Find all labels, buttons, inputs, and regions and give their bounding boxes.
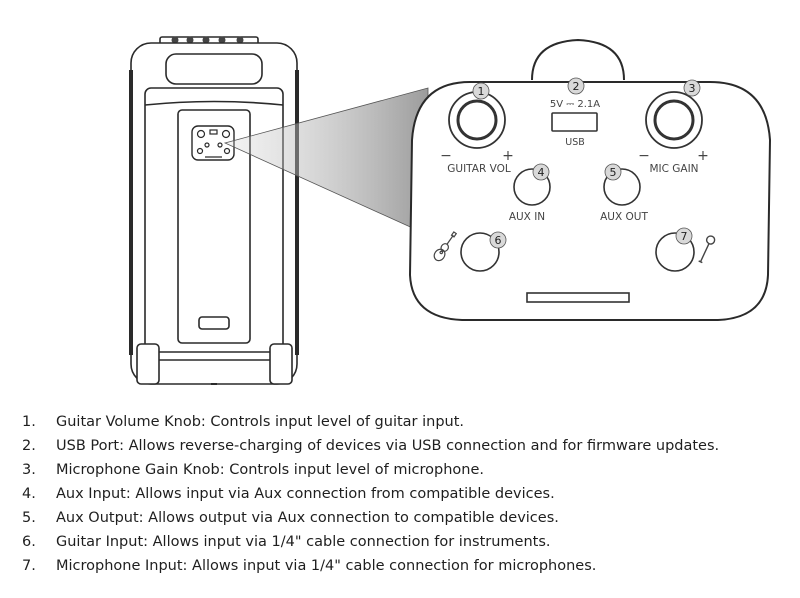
legend-number: 1. (22, 414, 36, 430)
right-foot (269, 343, 293, 385)
legend-item: 3. Microphone Gain Knob: Controls input l… (0, 458, 800, 482)
legend-number: 2. (22, 438, 36, 454)
callout-5: 5 (604, 163, 622, 181)
callout-4: 4 (532, 163, 550, 181)
guitar-vol-knob[interactable] (448, 91, 506, 149)
left-foot (136, 343, 160, 385)
carry-handle (165, 53, 263, 85)
speaker-inner-frame (144, 87, 284, 353)
guitar-vol-minus: − (440, 148, 452, 164)
aux-out-label: AUX OUT (600, 211, 648, 223)
legend-text: Guitar Input: Allows input via 1/4" cabl… (56, 534, 551, 550)
legend-text: Microphone Gain Knob: Controls input lev… (56, 462, 485, 478)
mic-gain-plus: + (697, 148, 709, 164)
callout-3: 3 (683, 79, 701, 97)
rear-panel-slot (198, 316, 230, 330)
svg-text:3: 3 (689, 82, 696, 95)
callout-7: 7 (675, 227, 693, 245)
speaker-back-view (129, 36, 299, 385)
callout-6: 6 (489, 231, 507, 249)
usb-port[interactable] (551, 112, 598, 132)
mic-gain-knob[interactable] (645, 91, 703, 149)
callout-2: 2 (567, 77, 585, 95)
legend-number: 5. (22, 510, 36, 526)
legend-text: Aux Output: Allows output via Aux connec… (56, 510, 559, 526)
guitar-input-jack[interactable] (460, 232, 500, 272)
aux-in-label: AUX IN (509, 211, 545, 223)
legend-text: USB Port: Allows reverse-charging of dev… (56, 438, 720, 454)
legend-item: 6. Guitar Input: Allows input via 1/4" ca… (0, 530, 800, 554)
legend-number: 6. (22, 534, 36, 550)
top-knobs (171, 36, 244, 44)
rear-panel (177, 109, 251, 344)
panel-bottom-slot (526, 292, 630, 303)
usb-label: USB (565, 137, 585, 148)
legend-text: Aux Input: Allows input via Aux connecti… (56, 486, 555, 502)
callout-1: 1 (472, 82, 490, 100)
legend-text: Microphone Input: Allows input via 1/4" … (56, 558, 597, 574)
enlarged-control-panel: − + GUITAR VOL 5V ⎓ 2.1A USB − + MIC GAI… (408, 38, 772, 321)
legend-text: Guitar Volume Knob: Controls input level… (56, 414, 465, 430)
guitar-icon (433, 231, 458, 262)
legend-number: 4. (22, 486, 36, 502)
svg-text:5: 5 (610, 166, 617, 179)
legend-number: 7. (22, 558, 36, 574)
legend-list: 1. Guitar Volume Knob: Controls input lev… (0, 410, 800, 578)
mic-gain-minus: − (638, 148, 650, 164)
svg-text:2: 2 (573, 80, 580, 93)
guitar-vol-plus: + (502, 148, 514, 164)
usb-rating-label: 5V ⎓ 2.1A (550, 99, 600, 110)
svg-text:4: 4 (538, 166, 545, 179)
microphone-icon (698, 235, 716, 264)
guitar-vol-label: GUITAR VOL (447, 163, 511, 175)
legend-number: 3. (22, 462, 36, 478)
legend-item: 7. Microphone Input: Allows input via 1/4… (0, 554, 800, 578)
speaker-diagram: − + GUITAR VOL 5V ⎓ 2.1A USB − + MIC GAI… (129, 36, 772, 385)
mic-gain-label: MIC GAIN (649, 163, 698, 175)
legend-item: 2. USB Port: Allows reverse-charging of d… (0, 434, 800, 458)
legend-item: 5. Aux Output: Allows output via Aux conn… (0, 506, 800, 530)
svg-text:7: 7 (681, 230, 688, 243)
legend-item: 1. Guitar Volume Knob: Controls input lev… (0, 410, 800, 434)
legend-item: 4. Aux Input: Allows input via Aux connec… (0, 482, 800, 506)
svg-text:1: 1 (478, 85, 485, 98)
svg-text:6: 6 (495, 234, 502, 247)
